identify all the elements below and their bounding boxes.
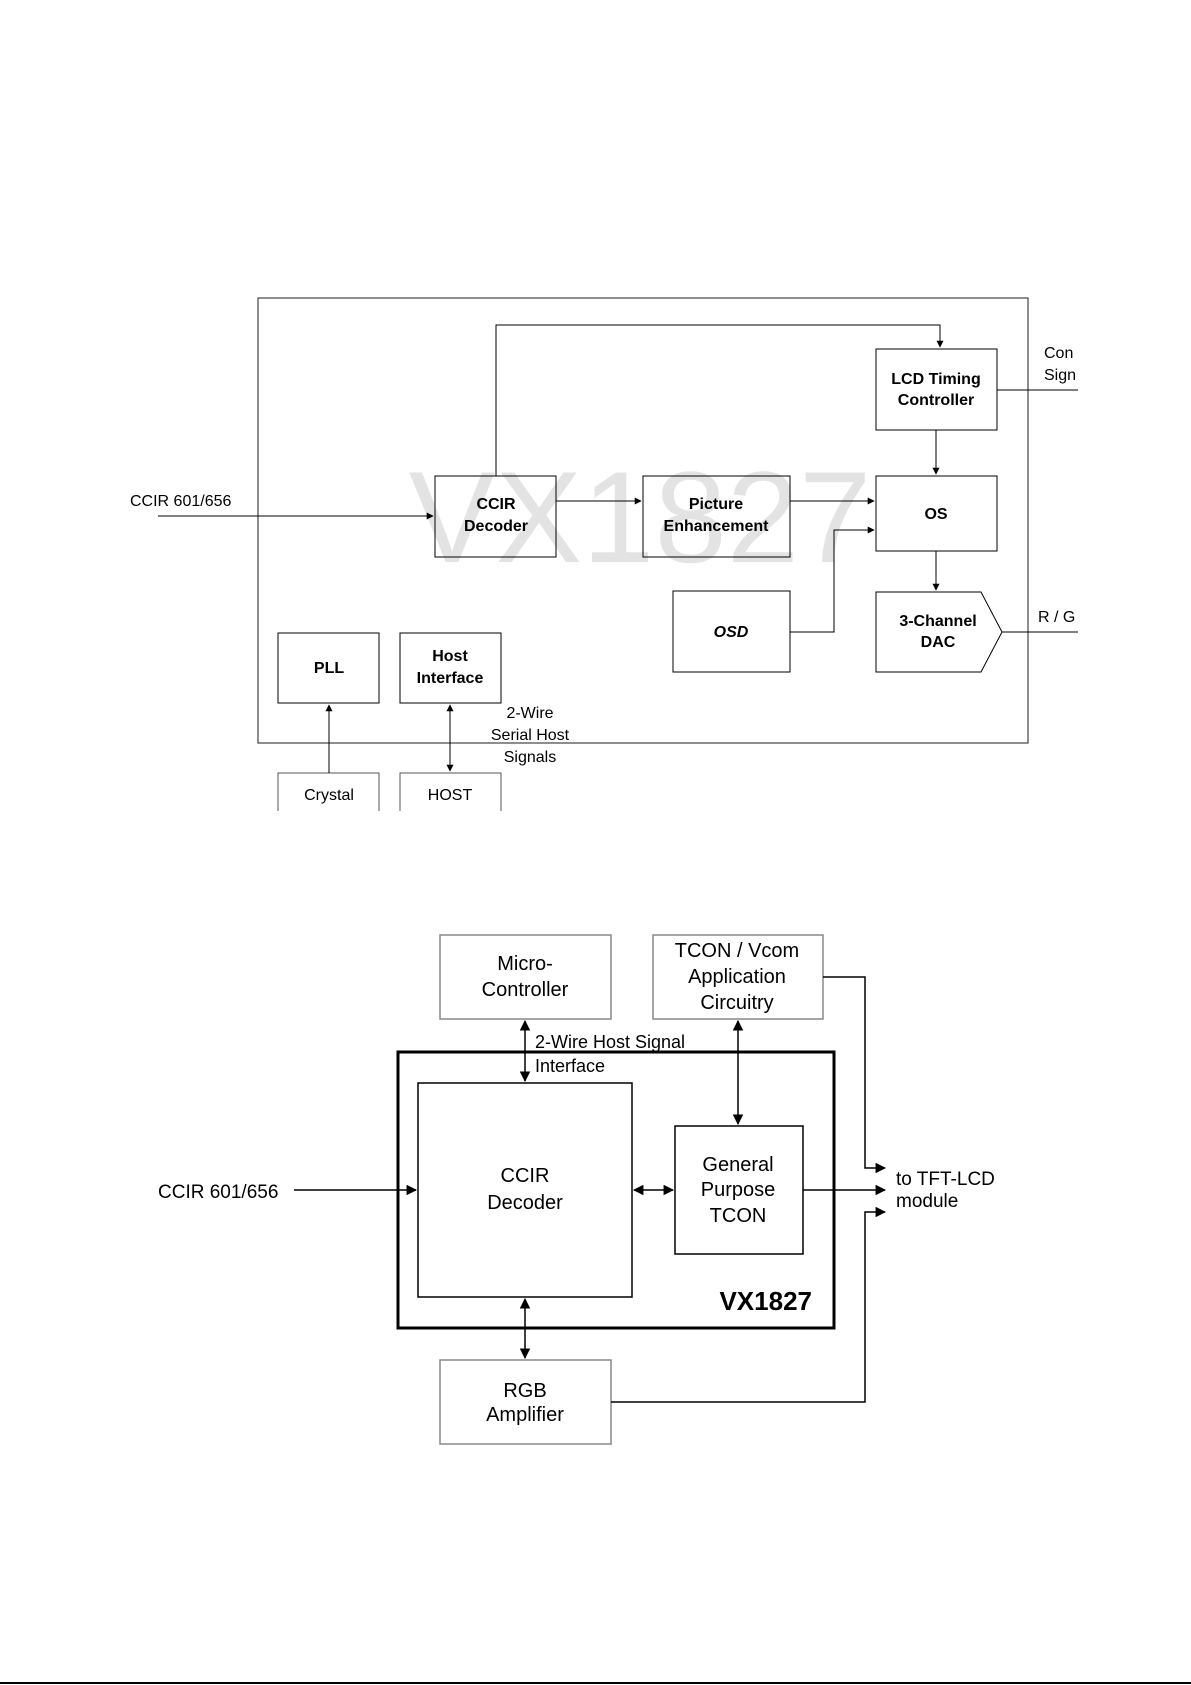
output-label-line1: to TFT-LCD (896, 1169, 995, 1190)
block-diagram-2: Micro- Controller TCON / Vcom Applicatio… (158, 934, 995, 1445)
osd-label: OSD (714, 624, 749, 641)
tcon-vcom-label-line2: Application (688, 966, 786, 988)
osd-to-os-arrow (790, 526, 875, 633)
watermark: VX1827 (409, 444, 872, 590)
host-interface-label-line2: Interface (417, 670, 484, 687)
picture-enhancement-block (642, 475, 791, 558)
dac-block (875, 591, 1003, 673)
chip-boundary (257, 297, 1029, 744)
host-block (399, 772, 502, 811)
general-purpose-tcon-label-line3: TCON (710, 1205, 767, 1227)
dac-label-line2: DAC (921, 634, 956, 651)
host-label: HOST (428, 787, 473, 804)
vx1827-chip-label: VX1827 (719, 1286, 812, 1316)
lcd-timing-label-line2: Controller (898, 392, 974, 409)
input-label: CCIR 601/656 (130, 493, 231, 510)
serial-host-label-line3: Signals (504, 749, 556, 766)
host-interface-label-line1: Host (432, 648, 468, 665)
bottom-crop-mask (240, 812, 540, 832)
output-label-line2: module (896, 1191, 958, 1212)
crystal-label: Crystal (304, 787, 354, 804)
tcon-vcom-label-line3: Circuitry (700, 992, 773, 1014)
micro-controller-label-line1: Micro- (497, 953, 553, 975)
dac-label-line1: 3-Channel (899, 613, 976, 630)
ccir-decoder-2-label-line2: Decoder (487, 1192, 563, 1214)
ccir-decoder-label-line1: CCIR (476, 496, 516, 513)
pll-label: PLL (314, 660, 344, 677)
lcd-timing-controller-block (875, 348, 998, 431)
host-signal-interface-label-line1: 2-Wire Host Signal (535, 1032, 685, 1052)
host-signal-interface-label-line2: Interface (535, 1056, 605, 1076)
micro-controller-block (439, 934, 612, 1020)
input-label-2: CCIR 601/656 (158, 1182, 278, 1203)
serial-host-label-line2: Serial Host (491, 727, 570, 744)
control-signals-label-line2: Sign (1044, 367, 1076, 384)
picture-enhancement-label-line2: Enhancement (664, 518, 770, 535)
tcon-vcom-output-line (823, 976, 887, 1174)
general-purpose-tcon-label-line2: Purpose (701, 1179, 776, 1201)
os-label: OS (924, 506, 947, 523)
control-signals-label-line1: Con (1044, 345, 1073, 362)
picture-enhancement-label-line1: Picture (689, 496, 743, 513)
pll-block (277, 632, 380, 704)
host-interface-block (399, 632, 502, 704)
micro-controller-label-line2: Controller (482, 979, 569, 1001)
ccir-decoder-block-2 (417, 1082, 633, 1298)
rgb-output-label: R / G (1038, 609, 1075, 626)
block-diagram-1: VX1827 CCIR Decoder Picture Enhancement … (130, 297, 1078, 811)
right-crop-mask (1078, 330, 1191, 650)
serial-host-label-line1: 2-Wire (506, 705, 553, 722)
rgb-amp-output-line (611, 1206, 887, 1403)
general-purpose-tcon-label-line1: General (702, 1154, 773, 1176)
decoder-to-lcd-timing-arrow (495, 324, 944, 476)
ccir-decoder-label-line2: Decoder (464, 518, 528, 535)
rgb-amplifier-label-line1: RGB (503, 1380, 546, 1402)
tcon-vcom-label-line1: TCON / Vcom (675, 940, 799, 962)
rgb-amplifier-label-line2: Amplifier (486, 1404, 564, 1426)
ccir-decoder-2-label-line1: CCIR (501, 1165, 550, 1187)
lcd-timing-label-line1: LCD Timing (891, 371, 980, 388)
rgb-amplifier-block (439, 1359, 612, 1445)
